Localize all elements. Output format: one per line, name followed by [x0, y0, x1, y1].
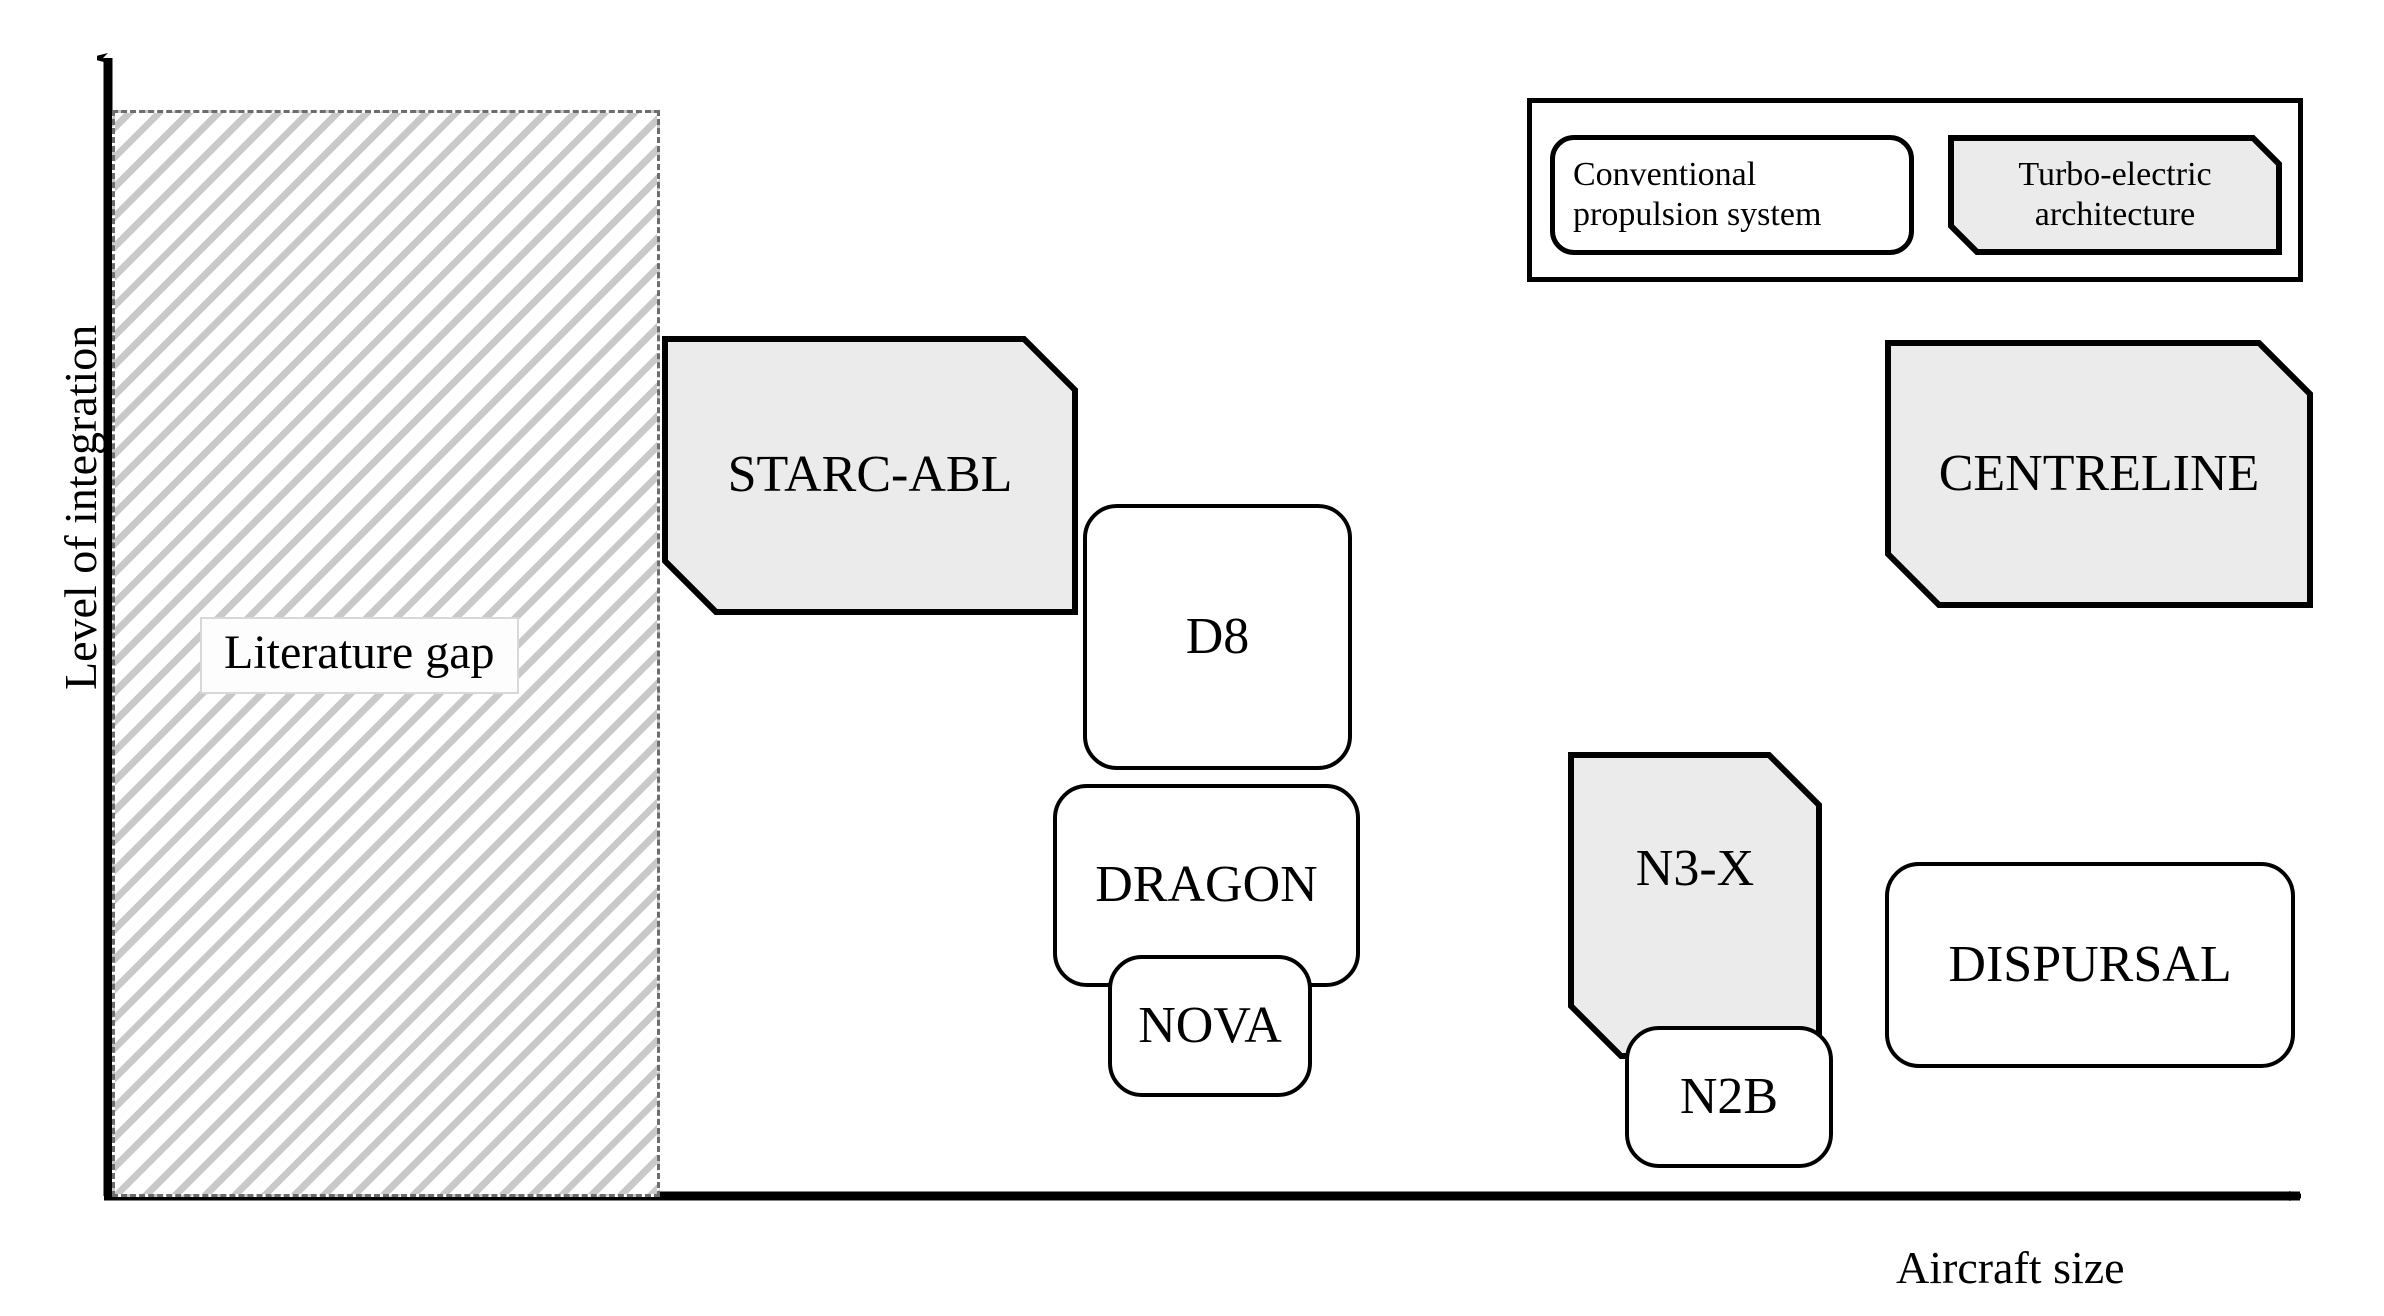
legend-conventional-line2: propulsion system	[1573, 196, 1822, 233]
legend-item-conventional[interactable]: Conventional propulsion system	[1550, 135, 1914, 255]
concept-box-dispursal[interactable]: DISPURSAL	[1885, 862, 2295, 1068]
chamfer-shape	[1948, 135, 2282, 255]
chamfer-shape	[1568, 752, 1822, 1059]
concept-box-n3x[interactable]: N3-X	[1568, 752, 1822, 1059]
concept-box-nova[interactable]: NOVA	[1108, 955, 1312, 1097]
concept-label: N3-X	[1635, 840, 1755, 898]
chamfer-shape	[1885, 340, 2313, 608]
x-axis-label: Aircraft size	[1896, 1242, 2125, 1293]
concept-label: D8	[1185, 607, 1250, 665]
y-axis-label: Level of integration	[55, 324, 106, 690]
concept-box-starc-abl[interactable]: STARC-ABL	[662, 336, 1078, 615]
concept-label: NOVA	[1138, 996, 1282, 1054]
chamfer-shape	[662, 336, 1078, 615]
legend-turbo-line2: architecture	[2034, 196, 2196, 233]
legend-item-turbo-electric[interactable]: Turbo-electric architecture	[1948, 135, 2282, 255]
concept-box-centreline[interactable]: CENTRELINE	[1885, 340, 2313, 608]
concept-label: N2B	[1679, 1067, 1779, 1125]
legend-conventional-line1: Conventional	[1573, 155, 1757, 193]
concept-box-n2b[interactable]: N2B	[1625, 1026, 1833, 1168]
concept-label: DISPURSAL	[1948, 935, 2232, 993]
literature-gap-label: Literature gap	[200, 617, 519, 695]
concept-box-d8[interactable]: D8	[1083, 504, 1352, 770]
legend-panel: Conventional propulsion system Turbo-ele…	[1527, 98, 2303, 282]
concept-label: DRAGON	[1095, 856, 1318, 914]
legend-turbo-line1: Turbo-electric	[2018, 155, 2212, 193]
concept-label: STARC-ABL	[727, 446, 1013, 504]
concept-label: CENTRELINE	[1938, 444, 2260, 502]
